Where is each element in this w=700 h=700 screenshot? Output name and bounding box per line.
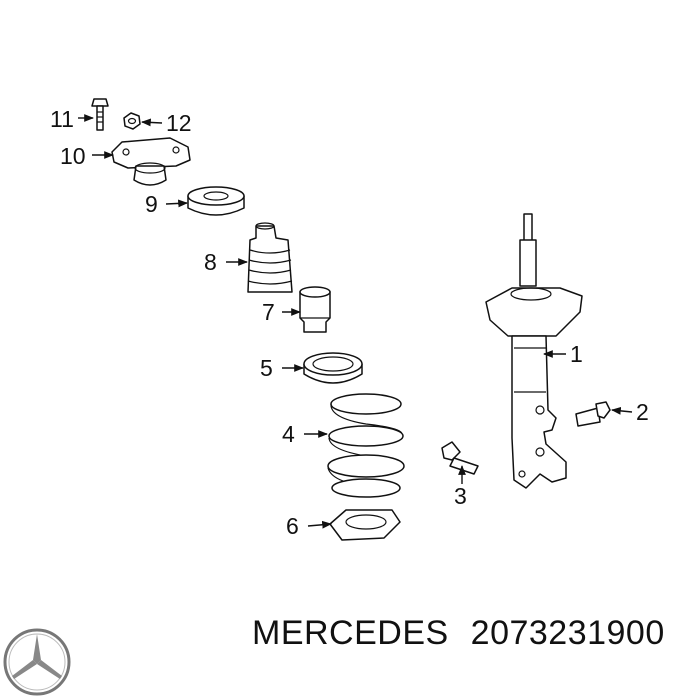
- brand-name: MERCEDES: [252, 614, 449, 652]
- callout-6: 6: [286, 513, 299, 539]
- callout-4: 4: [282, 421, 295, 447]
- part-8-dust-boot: [247, 222, 293, 293]
- part-2-bolt: [575, 401, 611, 427]
- callout-9: 9: [145, 191, 158, 217]
- part-9-bearing: [187, 186, 245, 216]
- leader-2: [611, 406, 633, 415]
- callout-7: 7: [262, 299, 275, 325]
- part-10-strut-mount: [111, 137, 191, 186]
- part-12-nut: [123, 112, 141, 130]
- callout-12: 12: [166, 110, 192, 136]
- callout-8: 8: [204, 249, 217, 275]
- footer-caption: MERCEDES 2073231900: [252, 614, 665, 653]
- callout-11: 11: [50, 106, 74, 132]
- part-11-bolt: [91, 98, 109, 131]
- callout-1: 1: [570, 341, 583, 367]
- part-7-bump-stop: [299, 286, 331, 333]
- leader-6: [307, 520, 332, 529]
- mercedes-star-icon: [3, 628, 71, 696]
- part-1-strut: [485, 213, 583, 489]
- leader-9: [165, 199, 188, 208]
- callout-3: 3: [454, 483, 467, 509]
- part-6-lower-seat: [329, 509, 401, 541]
- part-number: 2073231900: [470, 614, 665, 652]
- callout-2: 2: [636, 399, 649, 425]
- callout-10: 10: [60, 143, 86, 169]
- part-4-coil-spring: [327, 393, 405, 498]
- callout-5: 5: [260, 355, 273, 381]
- part-3-bolt: [441, 441, 479, 475]
- leader-12: [141, 118, 163, 127]
- part-5-spring-seat: [303, 352, 363, 384]
